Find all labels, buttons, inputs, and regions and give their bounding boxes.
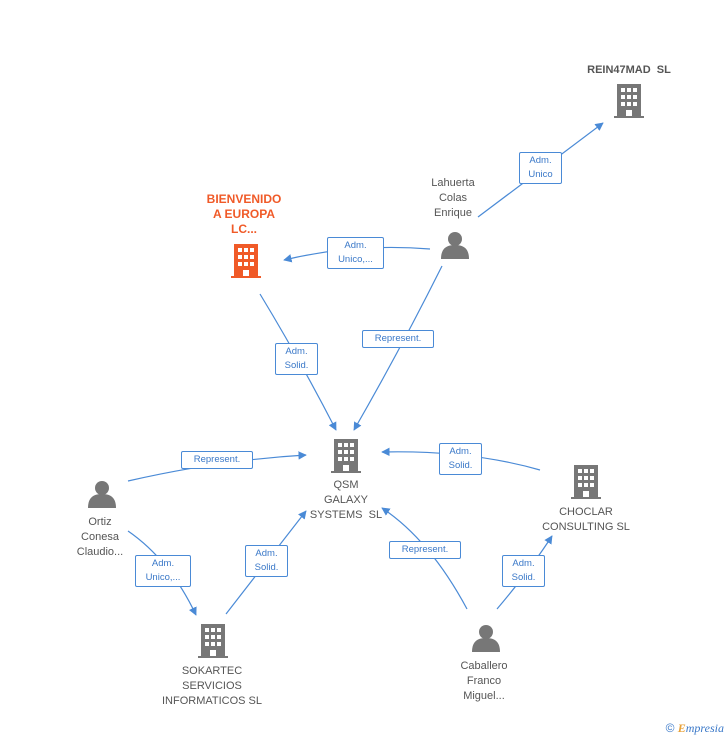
node-label-line: Claudio... (76, 546, 124, 558)
node-label-line: INFORMATICOS SL (161, 695, 263, 707)
node-label-line: Miguel... (463, 690, 505, 702)
node-label-line: Colas (438, 192, 468, 204)
node-label-line: Lahuerta (431, 177, 475, 189)
node-label-line: SOKARTEC (181, 665, 243, 677)
edge-label-lahuerta-rein[interactable]: Adm. Unico (519, 152, 562, 184)
edge-label-line: Adm. (449, 446, 472, 457)
node-label-choclar[interactable]: CHOCLAR CONSULTING SL (528, 505, 644, 535)
node-label-line: QSM (333, 479, 359, 491)
building-icon-rein47mad[interactable] (614, 84, 644, 118)
building-icon-choclar[interactable] (571, 465, 601, 499)
building-icon-bienvenido[interactable] (231, 244, 261, 278)
edge-label-line: Adm. (512, 558, 535, 569)
node-label-rein47mad[interactable]: REIN47MAD SL (572, 63, 686, 78)
node-label-line: LC... (231, 222, 257, 236)
node-label-line: REIN47MAD SL (587, 64, 671, 76)
node-label-line: SYSTEMS SL (309, 509, 383, 521)
edge-label-line: Unico (528, 169, 553, 180)
edge-label-lahuerta-qsm[interactable]: Represent. (362, 330, 434, 348)
edge-label-ortiz-qsm[interactable]: Represent. (181, 451, 253, 469)
edge-label-sokartec-qsm[interactable]: Adm. Solid. (245, 545, 288, 577)
node-label-line: BIENVENIDO (206, 192, 282, 206)
node-label-line: Franco (466, 675, 502, 687)
person-icon-caballero[interactable] (472, 625, 500, 652)
edge-label-lahuerta-bienvenido[interactable]: Adm. Unico,... (327, 237, 384, 269)
edge-label-line: Solid. (448, 460, 473, 471)
edge-label-line: Represent. (401, 544, 449, 555)
edge-label-line: Adm. (255, 548, 278, 559)
node-label-line: CHOCLAR (559, 506, 613, 518)
edge-label-bienvenido-qsm[interactable]: Adm. Solid. (275, 343, 318, 375)
node-label-line: A EUROPA (212, 207, 275, 221)
edge-label-line: Represent. (193, 454, 241, 465)
edge-label-ortiz-sokartec[interactable]: Adm. Unico,... (135, 555, 191, 587)
edge-label-line: Adm. (285, 346, 308, 357)
edge-label-line: Unico,... (145, 572, 181, 583)
node-label-line: Enrique (434, 207, 472, 219)
edge-label-line: Solid. (511, 572, 536, 583)
brand-logo: Empresia (677, 721, 724, 735)
node-label-line: Caballero (460, 660, 508, 672)
building-icon-sokartec[interactable] (198, 624, 228, 658)
building-icon-qsm[interactable] (331, 439, 361, 473)
edge-label-caballero-choclar[interactable]: Adm. Solid. (502, 555, 545, 587)
edge-label-line: Adm. (344, 240, 367, 251)
edge-label-line: Solid. (254, 562, 279, 573)
edge-label-line: Adm. (151, 558, 175, 569)
node-label-line: SERVICIOS (182, 680, 242, 692)
node-label-line: Conesa (81, 531, 119, 543)
edge-label-caballero-qsm[interactable]: Represent. (389, 541, 461, 559)
edge-label-line: Represent. (374, 333, 422, 344)
edge-label-line: Unico,... (338, 254, 373, 265)
edge-label-line: Adm. (529, 155, 552, 166)
edge-label-line: Solid. (284, 360, 309, 371)
person-icon-ortiz[interactable] (88, 481, 116, 508)
node-label-sokartec[interactable]: SOKARTEC SERVICIOS INFORMATICOS SL (150, 664, 274, 709)
node-label-line: CONSULTING SL (542, 521, 630, 533)
node-label-line: Ortiz (88, 516, 112, 528)
edge-label-choclar-qsm[interactable]: Adm. Solid. (439, 443, 482, 475)
node-label-qsm[interactable]: QSM GALAXY SYSTEMS SL (294, 478, 398, 523)
footer-brand: © Empresia (666, 721, 724, 736)
edge-lahuerta-qsm (353, 265, 443, 431)
person-icon-lahuerta[interactable] (441, 232, 469, 259)
copyright-icon: © (665, 721, 675, 735)
node-label-line: GALAXY (323, 494, 369, 506)
